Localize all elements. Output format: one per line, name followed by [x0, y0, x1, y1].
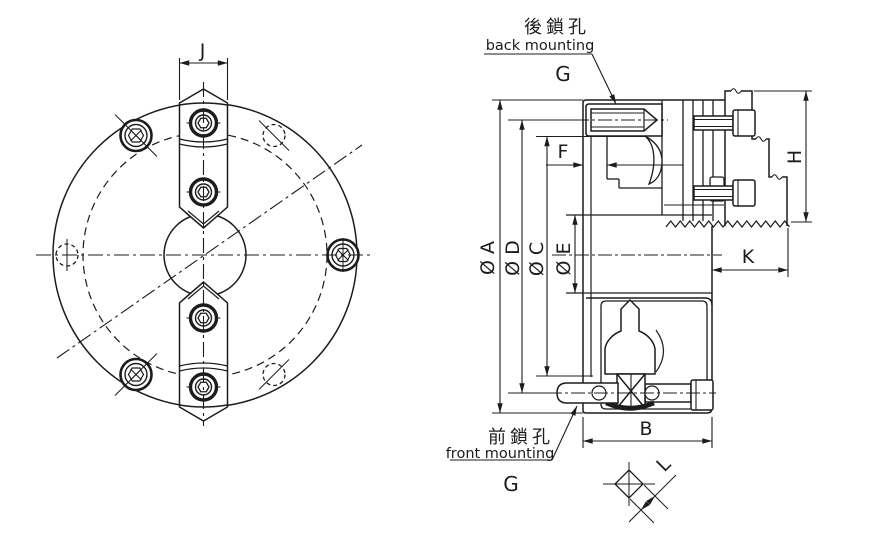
callout-back-mounting-en: back mounting	[486, 38, 595, 54]
diagonal-centerline	[56, 144, 363, 359]
section-centerlines	[548, 119, 722, 394]
key-square-detail	[603, 462, 677, 524]
callout-front-mounting	[450, 405, 578, 461]
top-jaw	[178, 88, 229, 229]
dim-label-dia-D: Ø D	[502, 240, 524, 276]
dim-B	[582, 417, 713, 448]
dim-H	[754, 90, 812, 223]
callout-front-mounting-zh: 前鎖孔	[488, 427, 554, 448]
dim-label-dia-A: Ø A	[477, 241, 499, 275]
dim-label-K: K	[742, 246, 755, 268]
back-mount-holes-hidden	[55, 120, 290, 390]
front-view: J	[36, 40, 374, 426]
dim-label-F: F	[558, 141, 569, 163]
dim-label-B: B	[639, 418, 652, 440]
pinion-housing-top-edge	[586, 297, 713, 306]
front-view-centerlines	[36, 82, 374, 426]
diameter-dims	[497, 100, 578, 413]
dim-K	[712, 228, 789, 277]
jaw-cap-screw	[693, 179, 756, 207]
dim-label-L: L	[652, 453, 675, 476]
body-outline	[582, 99, 725, 414]
scroll-thread-crescent	[644, 135, 663, 186]
callout-front-mounting-ref: G	[503, 472, 519, 496]
callout-back-mounting-zh: 後鎖孔	[524, 17, 590, 38]
dim-label-dia-C: Ø C	[526, 242, 548, 276]
dim-label-J: J	[199, 40, 206, 62]
jaw-cap-screw	[693, 109, 756, 137]
bevel-pinion	[604, 298, 656, 375]
pinion-socket-head	[690, 379, 714, 411]
scroll-groove	[606, 135, 663, 189]
dim-label-H: H	[784, 150, 806, 164]
pinion-gear-section	[616, 373, 646, 409]
dim-label-dia-E: Ø E	[553, 243, 575, 276]
section-view: Ø A Ø D Ø C Ø E F H K B	[446, 17, 812, 524]
callout-back-mounting	[484, 53, 617, 105]
dim-J	[178, 58, 229, 100]
callout-back-mounting-ref: G	[555, 62, 571, 86]
callout-front-mounting-en: front mounting	[446, 446, 555, 462]
serrated-break-line	[665, 220, 790, 228]
